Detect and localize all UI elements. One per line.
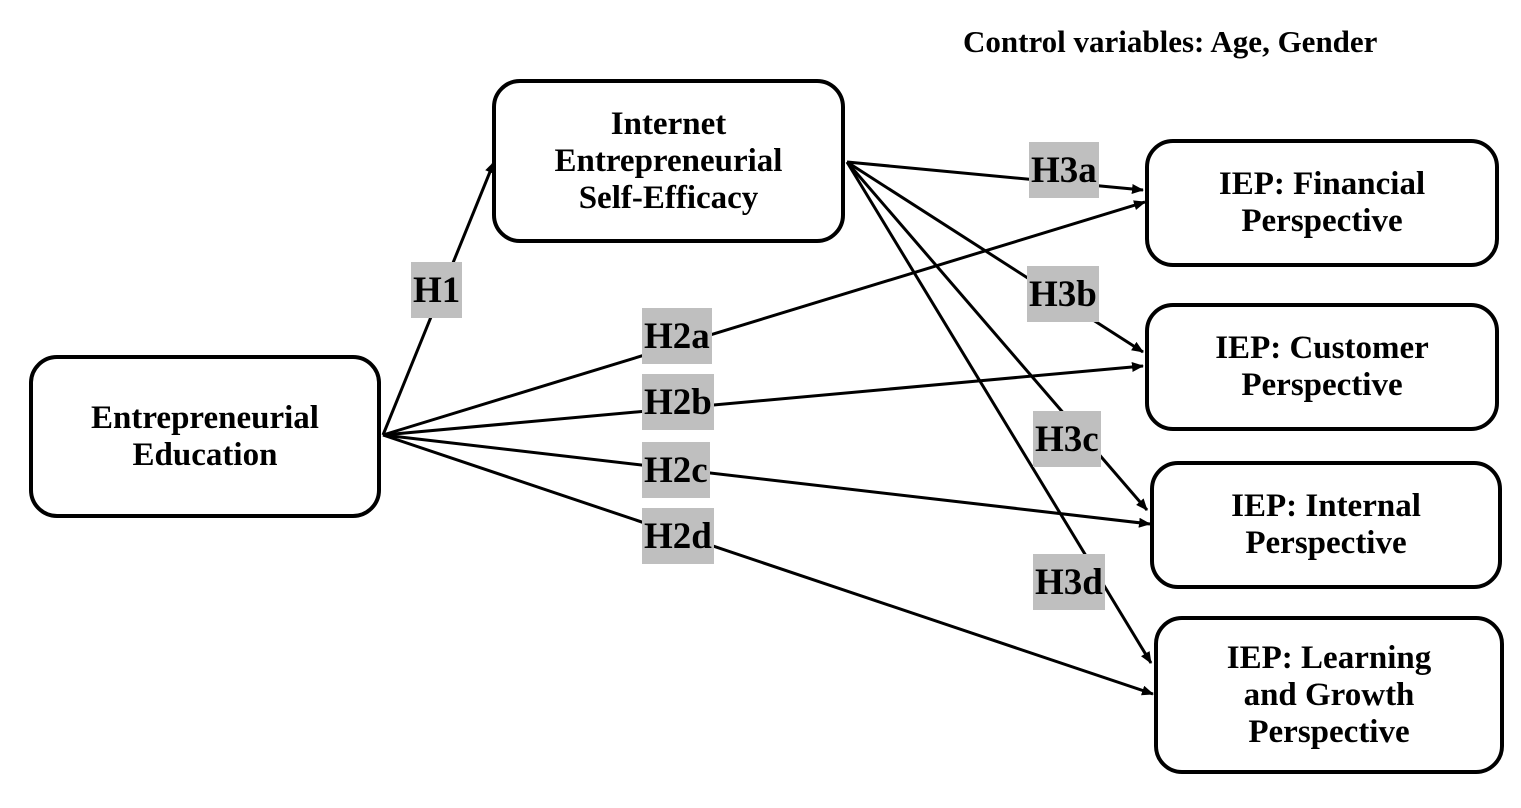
- node-line: Perspective: [1241, 367, 1403, 403]
- control-variables-note: Control variables: Age, Gender: [963, 24, 1378, 59]
- node-line: IEP: Internal: [1231, 488, 1421, 524]
- node-line: Perspective: [1248, 713, 1410, 750]
- node-line: IEP: Learning: [1226, 639, 1432, 676]
- node-line: Self-Efficacy: [578, 179, 759, 216]
- node-line: Education: [132, 436, 278, 473]
- arrow-h2b: [382, 362, 1144, 437]
- hypothesis-label-h2b: H2b: [642, 374, 714, 430]
- node-line: Internet: [610, 105, 727, 142]
- arrow-h2d: [382, 433, 1154, 696]
- node-line: Perspective: [1245, 525, 1407, 561]
- node-line: and Growth: [1243, 676, 1415, 713]
- node-line: IEP: Financial: [1218, 166, 1426, 202]
- hypothesis-label-h3c: H3c: [1033, 411, 1101, 467]
- hypothesis-label-h3d: H3d: [1033, 554, 1105, 610]
- node-line: IEP: Customer: [1215, 330, 1429, 366]
- node-iep-financial-perspective: IEP: Financial Perspective: [1145, 139, 1499, 267]
- node-internet-entrepreneurial-self-efficacy: Internet Entrepreneurial Self-Efficacy: [492, 79, 845, 243]
- hypothesis-label-h3b: H3b: [1027, 266, 1099, 322]
- node-iep-internal-perspective: IEP: Internal Perspective: [1150, 461, 1502, 589]
- node-line: Entrepreneurial: [91, 399, 319, 436]
- node-line: Entrepreneurial: [554, 142, 783, 179]
- node-line: Perspective: [1241, 203, 1403, 239]
- arrow-h3d: [845, 161, 1153, 664]
- hypothesis-label-h3a: H3a: [1029, 142, 1099, 198]
- arrow-h2c: [382, 433, 1151, 528]
- hypothesis-label-h2d: H2d: [642, 508, 714, 564]
- node-iep-customer-perspective: IEP: Customer Perspective: [1145, 303, 1499, 431]
- hypothesis-label-h1: H1: [411, 262, 463, 318]
- node-entrepreneurial-education: Entrepreneurial Education: [29, 355, 381, 518]
- hypothesis-label-h2a: H2a: [642, 308, 712, 364]
- node-iep-learning-and-growth-perspective: IEP: Learning and Growth Perspective: [1154, 616, 1504, 774]
- hypothesis-label-h2c: H2c: [642, 442, 710, 498]
- arrow-h2a: [382, 200, 1146, 437]
